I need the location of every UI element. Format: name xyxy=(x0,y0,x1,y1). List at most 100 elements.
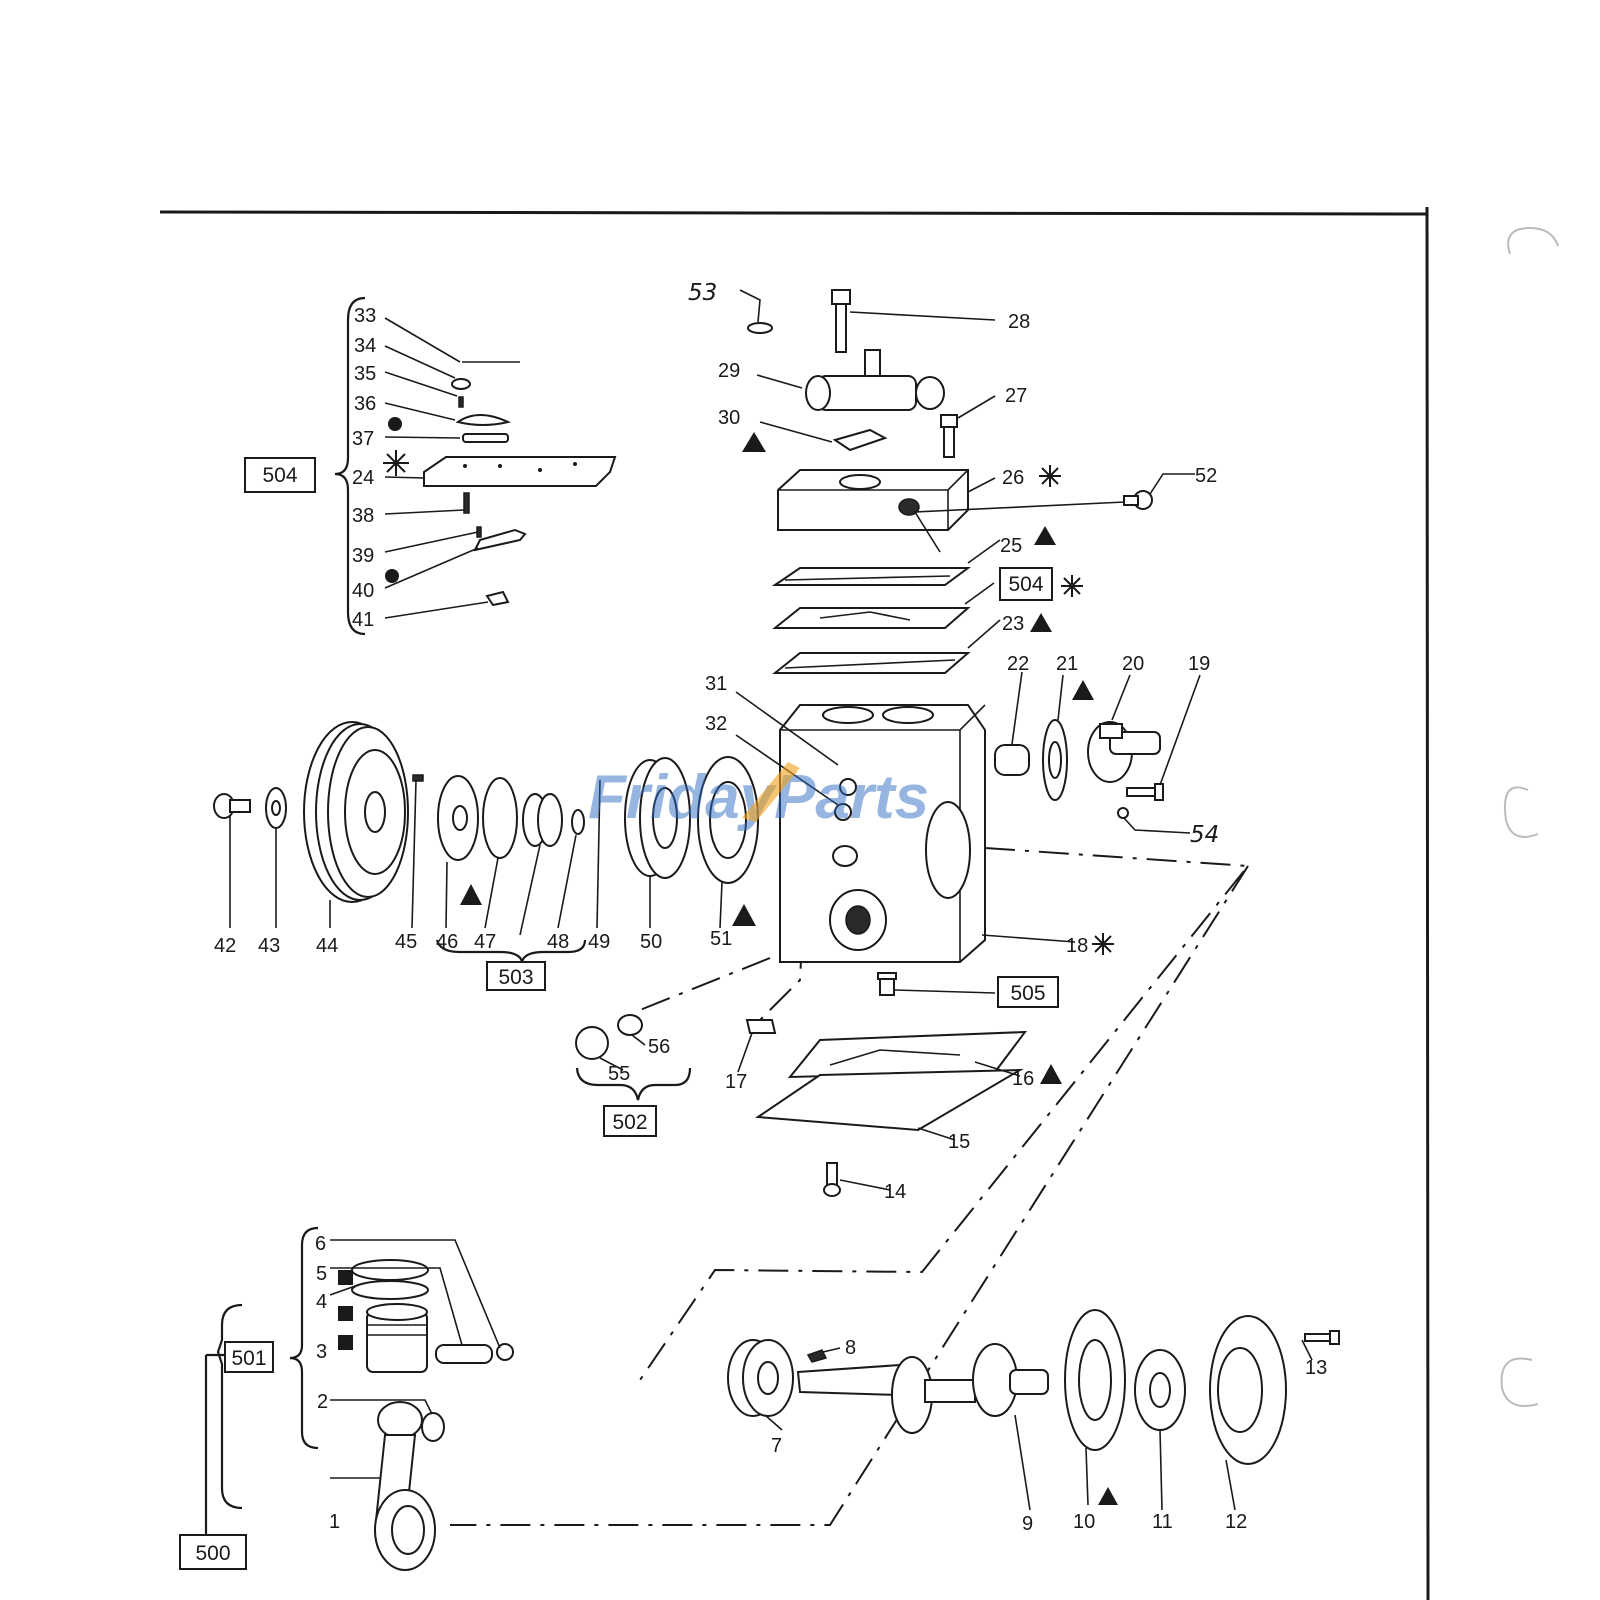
part-label-46: 46 xyxy=(436,931,458,953)
part-43-washer xyxy=(265,787,287,829)
part-label-42: 42 xyxy=(214,935,236,957)
part-label-6: 6 xyxy=(315,1233,326,1255)
part-label-43: 43 xyxy=(258,935,280,957)
part-label-35: 35 xyxy=(354,363,376,385)
part-505-fitting xyxy=(877,972,897,996)
part-28-bolt xyxy=(831,289,851,353)
part-11-bearing xyxy=(1134,1349,1186,1431)
assembly-label: 501 xyxy=(231,1347,266,1370)
part-45-key xyxy=(412,774,424,782)
part-55-plug xyxy=(575,1026,609,1060)
part-label-56: 56 xyxy=(648,1036,670,1058)
part-label-24: 24 xyxy=(352,467,374,489)
part-label-37: 37 xyxy=(352,428,374,450)
symbol-markers xyxy=(338,417,1118,1505)
part-label-7: 7 xyxy=(771,1435,782,1457)
assembly-box-501: 501 xyxy=(224,1341,274,1373)
part-47-gasket xyxy=(482,777,518,859)
part-label-11: 11 xyxy=(1152,1511,1173,1533)
part-23-gasket xyxy=(772,652,971,674)
asterisk-marker-icon xyxy=(1092,933,1114,955)
part-label-29: 29 xyxy=(718,360,740,382)
part-504-valve-plate xyxy=(772,607,971,629)
dot-marker-icon xyxy=(385,569,399,583)
brace-502 xyxy=(575,1067,692,1101)
part-4-ring xyxy=(351,1280,429,1300)
triangle-marker-icon xyxy=(732,904,756,926)
assembly-label: 504 xyxy=(1008,573,1043,596)
part-48-ring xyxy=(571,809,585,835)
part-8-key xyxy=(806,1349,828,1363)
part-36-spring xyxy=(458,396,464,408)
part-label-23: 23 xyxy=(1002,613,1024,635)
part-label-9: 9 xyxy=(1022,1513,1033,1535)
assembly-label: 502 xyxy=(612,1111,647,1134)
part-27-bolt xyxy=(940,414,958,458)
part-label-53: 53 xyxy=(688,280,717,306)
triangle-marker-icon xyxy=(1072,680,1094,700)
dot-marker-icon xyxy=(388,417,402,431)
assembly-box-503: 503 xyxy=(486,961,546,991)
part-24-valve-plate xyxy=(423,456,617,487)
assembly-label: 504 xyxy=(262,464,297,487)
assembly-label: 505 xyxy=(1010,982,1045,1005)
part-15-base-plate xyxy=(755,1068,1024,1132)
part-label-30: 30 xyxy=(718,407,740,429)
part-label-52: 52 xyxy=(1195,465,1217,487)
asterisk-marker-icon xyxy=(1061,575,1083,597)
part-label-49: 49 xyxy=(588,931,610,953)
asterisk-marker-icon xyxy=(1039,465,1061,487)
part-label-10: 10 xyxy=(1073,1511,1095,1533)
part-53-washer xyxy=(747,322,773,334)
watermark-swoosh-icon xyxy=(742,762,800,822)
part-label-28: 28 xyxy=(1008,311,1030,333)
part-35-retainer xyxy=(451,378,471,390)
binder-hole xyxy=(1504,786,1539,838)
part-54-washer xyxy=(1117,807,1129,819)
part-label-36: 36 xyxy=(354,393,376,415)
part-label-13: 13 xyxy=(1305,1357,1327,1379)
part-label-34: 34 xyxy=(354,335,376,357)
part-13-screw xyxy=(1304,1330,1340,1345)
part-number-labels: 1 2 3 4 5 6 7 8 9 10 11 12 13 14 15 16 1… xyxy=(214,280,1327,1535)
part-label-18: 18 xyxy=(1066,935,1088,957)
brace-500-inner xyxy=(216,1303,243,1510)
square-marker-icon xyxy=(338,1306,353,1321)
part-label-33: 33 xyxy=(354,305,376,327)
part-21-gasket xyxy=(1042,719,1068,801)
watermark: FridayParts xyxy=(588,762,929,832)
part-12-flange xyxy=(1209,1315,1287,1465)
part-label-19: 19 xyxy=(1188,653,1210,675)
brace-504 xyxy=(334,296,366,636)
part-label-44: 44 xyxy=(316,935,338,957)
part-label-14: 14 xyxy=(884,1181,906,1203)
part-label-51: 51 xyxy=(710,928,732,950)
part-31-plug xyxy=(839,778,857,796)
part-30-gasket xyxy=(832,428,888,452)
binder-hole xyxy=(1500,1357,1539,1407)
part-6-pin xyxy=(435,1344,493,1364)
part-label-16: 16 xyxy=(1012,1068,1034,1090)
part-7-bearing xyxy=(727,1339,794,1417)
part-label-40: 40 xyxy=(352,580,374,602)
assembly-box-500: 500 xyxy=(179,1534,247,1570)
part-label-22: 22 xyxy=(1007,653,1029,675)
triangle-marker-icon xyxy=(1030,613,1052,632)
assembly-box-504-right: 504 xyxy=(999,567,1053,601)
part-10-gasket xyxy=(1064,1309,1126,1451)
binder-hole xyxy=(1507,226,1559,255)
square-marker-icon xyxy=(338,1270,353,1285)
assembly-box-502: 502 xyxy=(603,1105,657,1137)
part-5-ring xyxy=(351,1259,429,1281)
part-26-cylinder-head xyxy=(777,469,969,531)
part-19-screw xyxy=(1126,783,1164,801)
part-50-bearing-housing xyxy=(624,757,691,879)
part-17-valve xyxy=(745,1019,777,1034)
part-2-bushing xyxy=(421,1412,445,1442)
part-label-5: 5 xyxy=(316,1263,327,1285)
triangle-marker-icon xyxy=(742,432,766,452)
part-6-clip xyxy=(496,1343,514,1361)
part-label-38: 38 xyxy=(352,505,374,527)
part-label-8: 8 xyxy=(845,1337,856,1359)
